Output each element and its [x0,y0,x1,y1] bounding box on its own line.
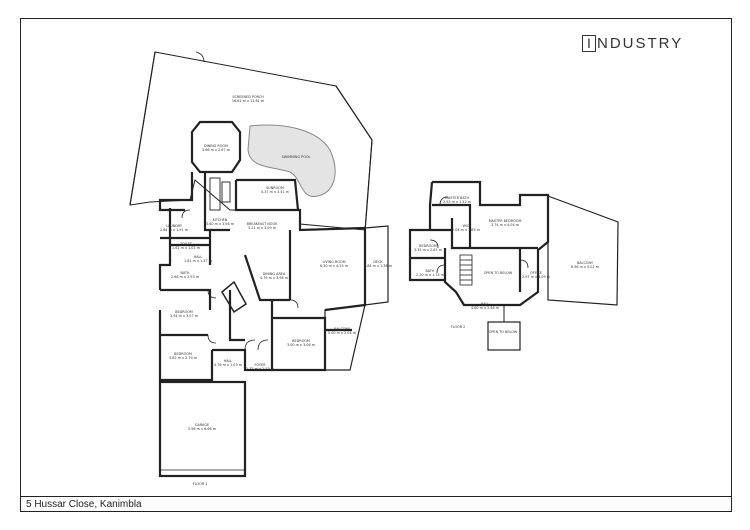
balcony-2-outline [547,195,619,306]
room-open-below-1: OPEN TO BELOW [484,271,513,275]
logo-mark: I [582,34,596,52]
logo-wordmark: NDUSTRY [597,34,684,52]
balcony-1-outline [324,304,366,371]
kitchen-counter [209,177,221,211]
plan-sheet-border [20,18,732,512]
property-address: 5 Hussar Close, Kanimbla [26,499,142,510]
floor-2-caption: FLOOR 2 [451,325,466,329]
floor-1-stairs [221,280,247,314]
room-swimming-pool: SWIMMING POOL [282,155,311,159]
room-open-below-2: OPEN TO BELOW [489,330,518,334]
floor-1-plan [129,51,389,478]
dining-room-walls [190,120,242,174]
deck-outline [364,225,389,306]
industry-logo: I NDUSTRY [582,33,683,53]
floor-1-caption: FLOOR 1 [193,482,208,486]
floor-2-stairs [459,254,473,286]
kitchen-island [221,181,231,203]
garage-walls [158,380,247,478]
floor-2-plan [408,180,619,351]
swimming-pool-shape [247,124,336,197]
open-to-below-2-outline [487,321,521,351]
footer-divider [20,496,732,497]
